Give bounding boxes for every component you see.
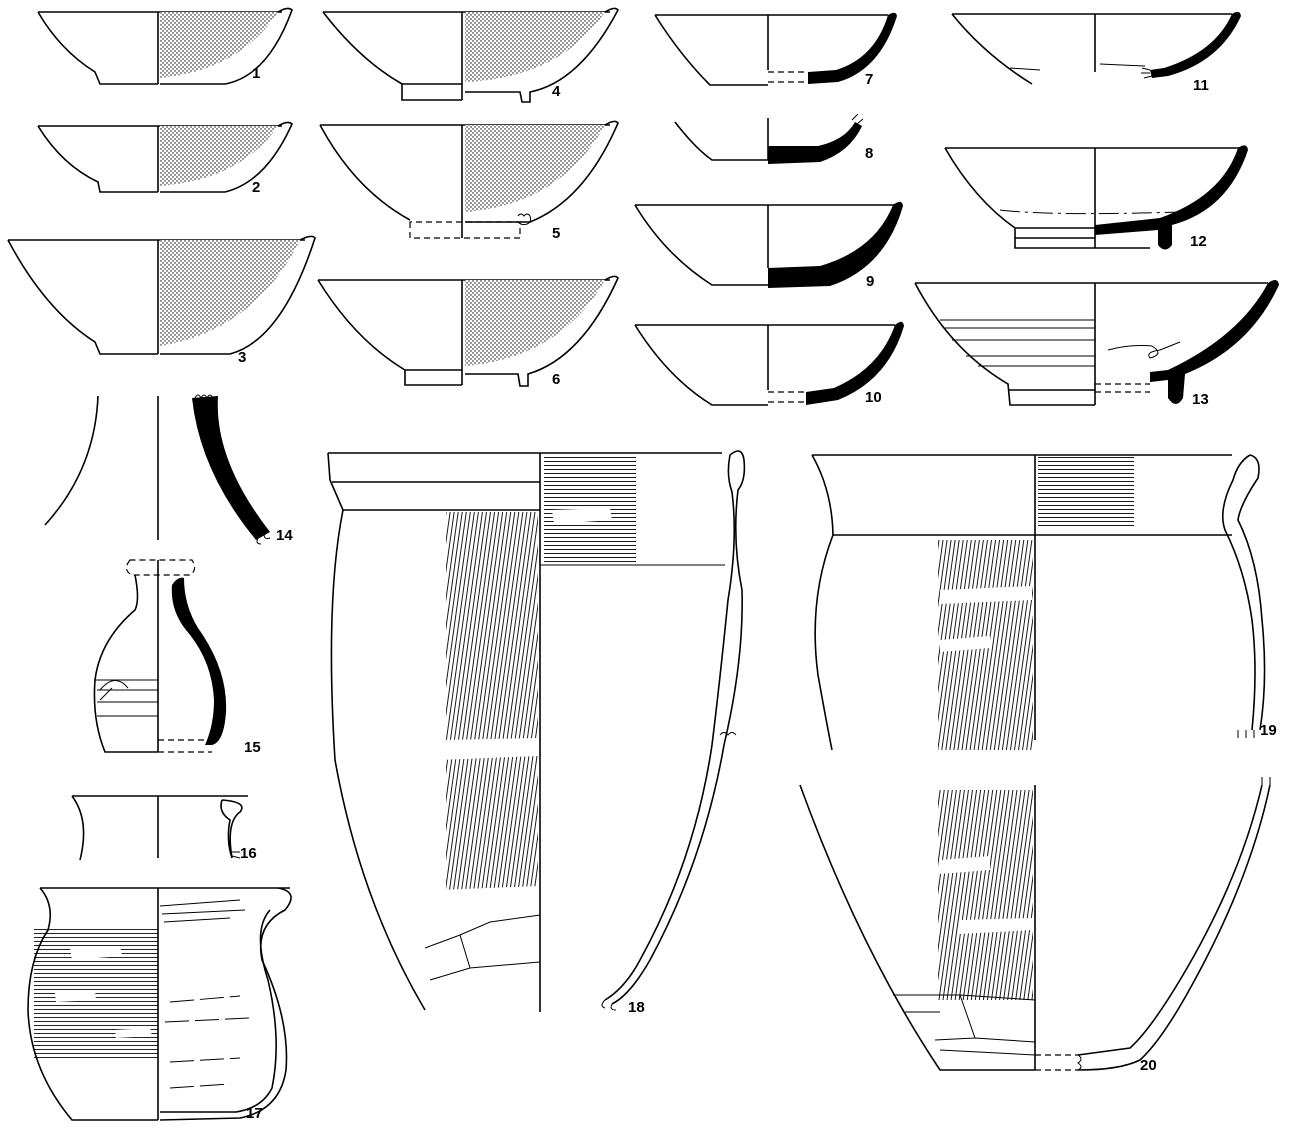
label-12: 12 xyxy=(1190,233,1207,250)
vessel-7: 7 xyxy=(654,12,897,88)
vessel-20: 20 xyxy=(799,777,1271,1074)
vessel-5: 5 xyxy=(319,120,619,242)
label-11: 11 xyxy=(1193,77,1209,94)
vessel-15: 15 xyxy=(93,559,261,756)
label-17: 17 xyxy=(246,1105,263,1122)
label-6: 6 xyxy=(552,371,560,388)
vessel-18: 18 xyxy=(327,450,746,1016)
label-7: 7 xyxy=(865,71,873,88)
label-14: 14 xyxy=(276,527,293,544)
label-5: 5 xyxy=(552,225,560,242)
label-18: 18 xyxy=(628,999,645,1016)
vessel-10: 10 xyxy=(634,321,904,406)
vessel-4: 4 xyxy=(322,7,619,103)
label-19: 19 xyxy=(1260,722,1277,739)
vessel-2: 2 xyxy=(37,121,293,196)
label-3: 3 xyxy=(238,349,246,366)
label-16: 16 xyxy=(240,845,257,862)
vessel-1: 1 xyxy=(37,7,293,85)
vessel-13: 13 xyxy=(914,279,1279,408)
label-9: 9 xyxy=(866,273,874,290)
label-8: 8 xyxy=(865,145,873,162)
vessel-11: 11 xyxy=(951,11,1241,94)
label-4: 4 xyxy=(552,83,561,100)
label-20: 20 xyxy=(1140,1057,1157,1074)
vessel-17: 17 xyxy=(27,887,292,1122)
label-10: 10 xyxy=(865,389,882,406)
vessel-12: 12 xyxy=(944,145,1248,250)
vessel-3: 3 xyxy=(7,235,316,366)
label-13: 13 xyxy=(1192,391,1209,408)
label-15: 15 xyxy=(244,739,261,756)
vessel-16: 16 xyxy=(71,795,257,862)
label-2: 2 xyxy=(252,179,260,196)
label-1: 1 xyxy=(252,65,260,82)
vessel-8: 8 xyxy=(674,113,873,164)
vessel-6: 6 xyxy=(317,275,619,388)
vessel-19: 19 xyxy=(811,454,1277,751)
vessel-9: 9 xyxy=(634,201,903,290)
vessel-14: 14 xyxy=(44,394,293,545)
